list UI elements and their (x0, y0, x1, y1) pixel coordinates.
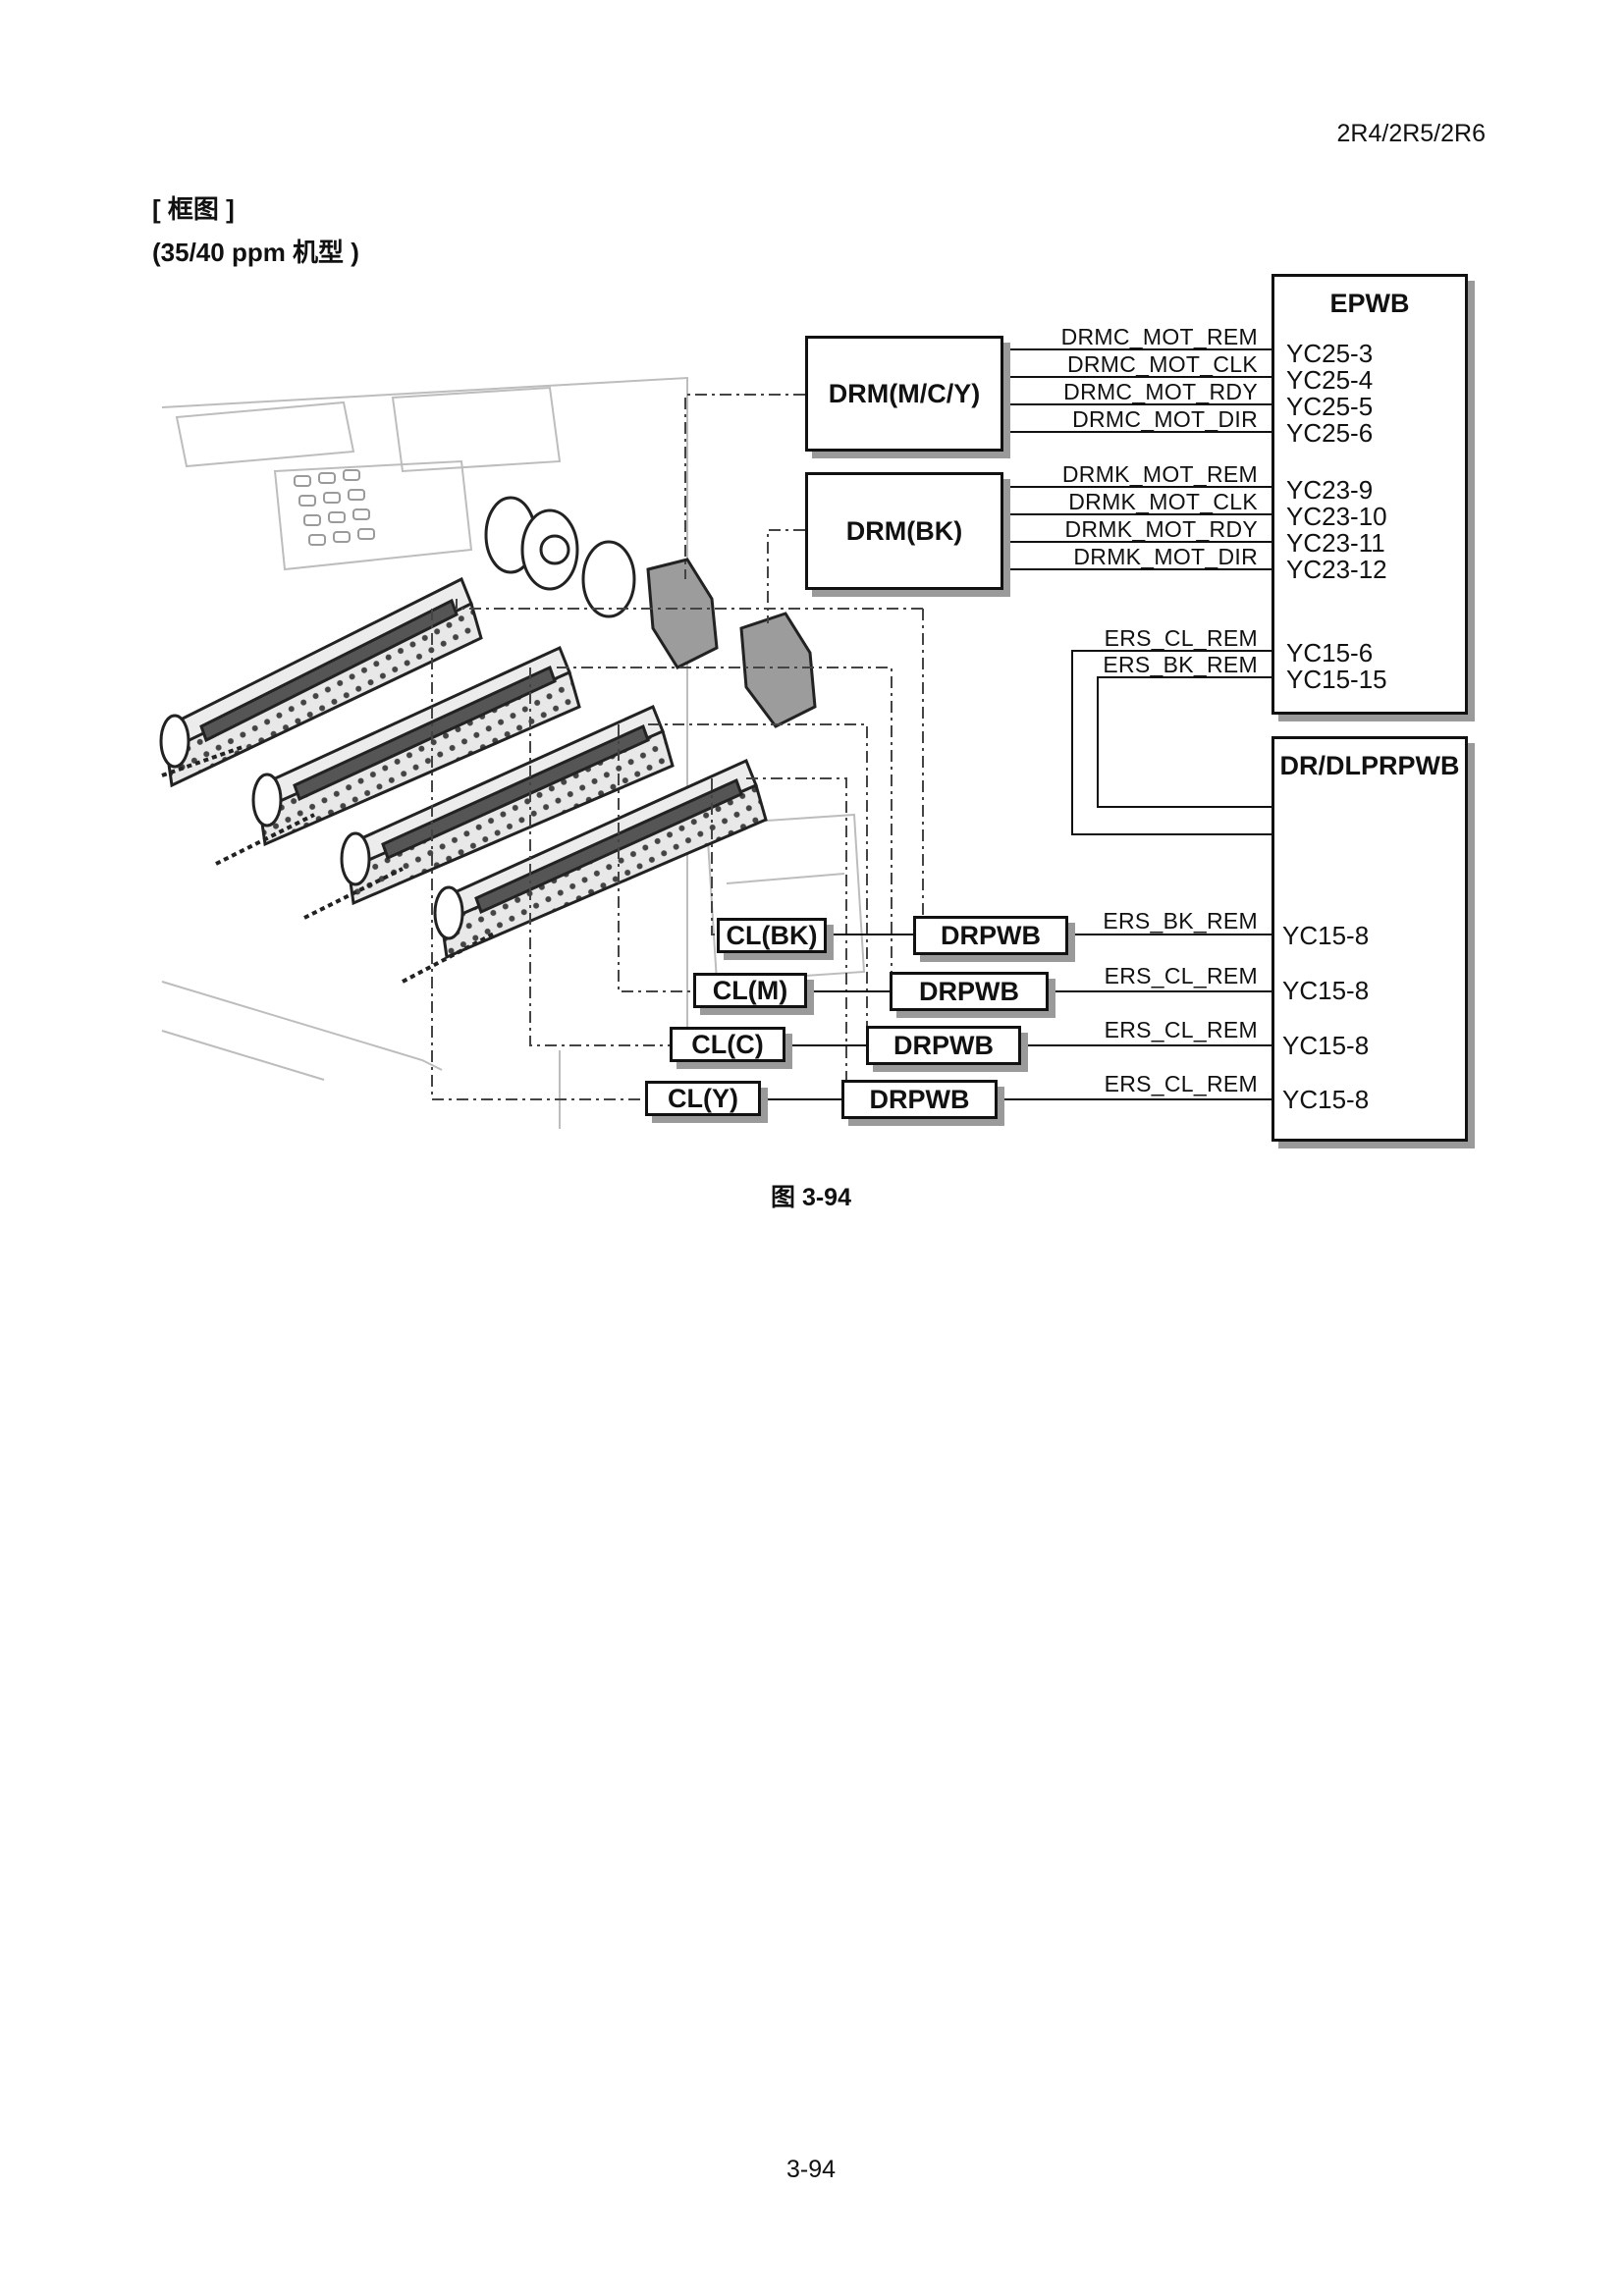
dr-dlprpwb-block: DR/DLPRPWB (1271, 736, 1468, 1142)
signal-drmc-mot-rdy: DRMC_MOT_RDY (1063, 379, 1258, 404)
connector-yc25-3: YC25-3 (1286, 339, 1374, 368)
drum-unit-m (251, 645, 581, 847)
drum-motor-mcy-illustration (646, 558, 719, 669)
signal-drmk-mot-rdy: DRMK_MOT_RDY (1064, 516, 1258, 542)
drum-unit-y (433, 758, 768, 960)
cl-c-block: CL(C) (670, 1027, 785, 1062)
connector-yc15-6: YC15-6 (1286, 638, 1374, 667)
cl-bk-block: CL(BK) (717, 918, 827, 953)
connector-yc23-9: YC23-9 (1286, 475, 1374, 505)
connector-yc15-8-y: YC15-8 (1282, 1085, 1370, 1114)
connector-yc25-6: YC25-6 (1286, 418, 1374, 448)
signal-ers-cl-rem: ERS_CL_REM (1104, 625, 1258, 651)
signal-drmk-mot-rem: DRMK_MOT_REM (1061, 461, 1258, 487)
connector-yc23-11: YC23-11 (1286, 528, 1385, 558)
cl-m-block: CL(M) (693, 973, 807, 1008)
cl-y-block: CL(Y) (645, 1081, 761, 1116)
connector-yc23-12: YC23-12 (1286, 555, 1387, 584)
drum-unit-c (340, 704, 675, 906)
page-number: 3-94 (785, 2156, 837, 2183)
drm-mcy-block: DRM(M/C/Y) (805, 336, 1003, 452)
signal-drmk-mot-dir: DRMK_MOT_DIR (1073, 544, 1258, 569)
signal-wires (761, 348, 1271, 1100)
drum-motor-bk-illustration (739, 612, 817, 728)
connector-yc15-8-bk: YC15-8 (1282, 921, 1370, 950)
section-title: [ 框图 ] (152, 194, 235, 224)
control-panel-keys (294, 469, 375, 546)
signal-ers-cl-rem-drpwb-m: ERS_CL_REM (1104, 963, 1258, 988)
signal-ers-bk-rem-drpwb: ERS_BK_REM (1103, 908, 1258, 934)
drive-gears (484, 496, 636, 618)
signal-drmc-mot-clk: DRMC_MOT_CLK (1066, 351, 1258, 377)
drpwb-c-block: DRPWB (866, 1026, 1021, 1065)
connector-yc25-5: YC25-5 (1286, 392, 1374, 421)
drpwb-m-block: DRPWB (890, 972, 1049, 1011)
connector-yc15-8-m: YC15-8 (1282, 976, 1370, 1005)
signal-ers-cl-rem-drpwb-y: ERS_CL_REM (1104, 1071, 1258, 1096)
drpwb-bk-block: DRPWB (913, 916, 1068, 955)
connector-yc15-8-c: YC15-8 (1282, 1031, 1370, 1060)
leader-lines (431, 394, 924, 1100)
model-codes: 2R4/2R5/2R6 (1336, 120, 1486, 147)
signal-drmc-mot-rem: DRMC_MOT_REM (1060, 324, 1258, 349)
screw-augers (161, 744, 497, 984)
section-subtitle: (35/40 ppm 机型 ) (152, 238, 359, 267)
signal-ers-bk-rem: ERS_BK_REM (1103, 652, 1258, 677)
drpwb-y-block: DRPWB (841, 1080, 998, 1119)
connector-yc15-15: YC15-15 (1286, 665, 1387, 694)
signal-ers-cl-rem-drpwb-c: ERS_CL_REM (1104, 1017, 1258, 1042)
epwb-label: EPWB (1329, 289, 1410, 318)
machine-body-illustration (161, 376, 866, 1129)
signal-drmk-mot-clk: DRMK_MOT_CLK (1068, 489, 1258, 514)
connector-yc23-10: YC23-10 (1286, 502, 1387, 531)
dr-dlprpwb-label: DR/DLPRPWB (1279, 751, 1460, 780)
drum-unit-bk (159, 576, 483, 788)
signal-drmc-mot-dir: DRMC_MOT_DIR (1072, 406, 1258, 432)
drm-bk-block: DRM(BK) (805, 472, 1003, 590)
epwb-block: EPWB (1271, 274, 1468, 715)
connector-yc25-4: YC25-4 (1286, 365, 1374, 395)
figure-caption: 图 3-94 (771, 1184, 851, 1211)
